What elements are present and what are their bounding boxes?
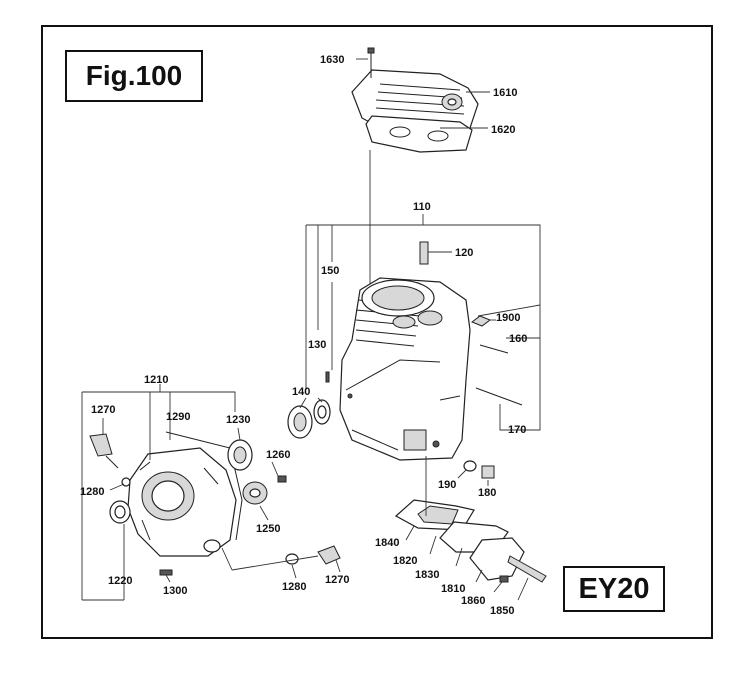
callout-180: 180	[478, 487, 496, 499]
callout-1280-top: 1280	[80, 486, 104, 498]
callout-1860: 1860	[461, 595, 485, 607]
callout-160: 160	[509, 333, 527, 345]
callout-1820: 1820	[393, 555, 417, 567]
shaft-1270-top	[89, 433, 113, 457]
callout-1270-bottom: 1270	[325, 574, 349, 586]
figure-label: Fig.100	[65, 50, 203, 102]
bolt-1300	[159, 569, 173, 576]
breather-group	[394, 499, 547, 583]
callout-130: 130	[308, 339, 326, 351]
callout-1610: 1610	[493, 87, 517, 99]
plate-1820	[417, 505, 459, 525]
pin-120	[419, 241, 429, 265]
callout-1230: 1230	[226, 414, 250, 426]
callout-1850: 1850	[490, 605, 514, 617]
callout-1280-bottom: 1280	[282, 581, 306, 593]
model-label-text: EY20	[578, 572, 650, 605]
figure-label-text: Fig.100	[85, 60, 183, 91]
screw-1860	[499, 575, 509, 583]
callout-1620: 1620	[491, 124, 515, 136]
callout-140: 140	[292, 386, 310, 398]
callout-1210: 1210	[144, 374, 168, 386]
gasket-1290	[165, 431, 243, 541]
callout-170: 170	[508, 424, 526, 436]
washer-190	[463, 460, 477, 472]
crankcase	[339, 277, 471, 461]
callout-1270-top: 1270	[91, 404, 115, 416]
tube-1850	[507, 555, 547, 583]
stud-160	[479, 344, 509, 354]
callout-1300: 1300	[163, 585, 187, 597]
main-bearing-cover	[127, 447, 237, 557]
shaft-1260	[277, 475, 287, 483]
pin-130	[325, 371, 330, 383]
callout-1260: 1260	[266, 449, 290, 461]
plug-180	[481, 465, 495, 479]
washer-1280-bottom	[285, 553, 299, 565]
stud-170	[475, 387, 523, 406]
callout-1810: 1810	[441, 583, 465, 595]
head-gasket	[365, 115, 473, 153]
callout-1830: 1830	[415, 569, 439, 581]
cap-1900	[470, 315, 492, 327]
callout-1900: 1900	[496, 312, 520, 324]
callout-1250: 1250	[256, 523, 280, 535]
callout-1220: 1220	[108, 575, 132, 587]
callout-110: 110	[413, 201, 431, 213]
callout-1840: 1840	[375, 537, 399, 549]
callout-1290: 1290	[166, 411, 190, 423]
callout-150: 150	[321, 265, 339, 277]
callout-1630: 1630	[320, 54, 344, 66]
callout-190: 190	[438, 479, 456, 491]
cover-1810	[469, 537, 525, 581]
callout-120: 120	[455, 247, 473, 259]
shaft-1270-bottom	[317, 545, 341, 565]
model-label: EY20	[563, 566, 665, 612]
